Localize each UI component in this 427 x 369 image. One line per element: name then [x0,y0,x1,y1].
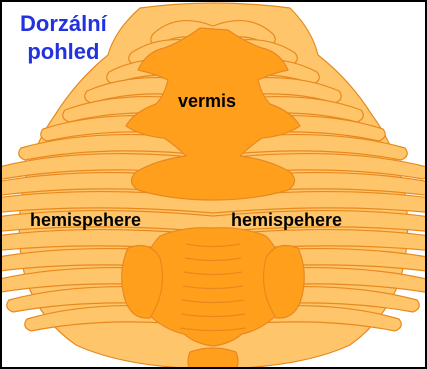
cerebellum-diagram: Dorzální pohled vermis hemispehere hemis… [0,0,427,369]
image-border [0,0,427,369]
